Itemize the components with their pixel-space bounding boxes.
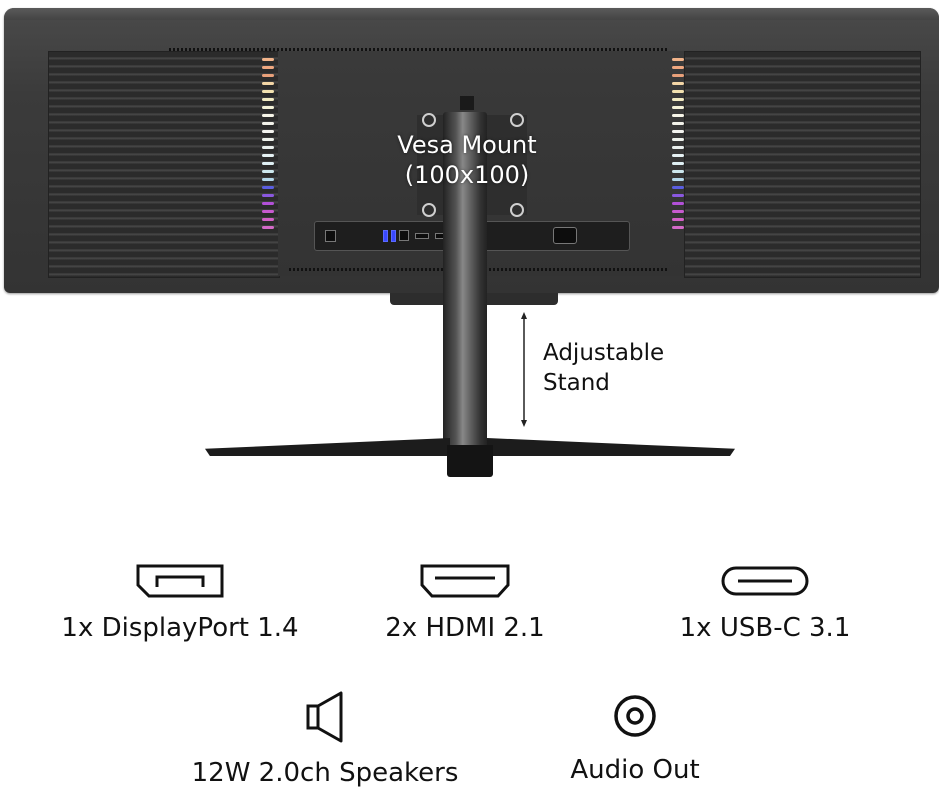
rgb-led-bar bbox=[672, 138, 684, 141]
vesa-callout-size: (100x100) bbox=[404, 161, 530, 189]
vesa-callout-title: Vesa Mount bbox=[397, 131, 537, 159]
rgb-led-bar bbox=[262, 66, 274, 69]
usb-a-port bbox=[391, 230, 396, 242]
rgb-led-bar bbox=[672, 210, 684, 213]
monitor-rear-view bbox=[4, 8, 939, 305]
adjustable-stand-callout: Adjustable Stand bbox=[543, 338, 664, 398]
power-port bbox=[553, 227, 577, 244]
right-vent-grille bbox=[684, 51, 921, 278]
stand-callout-line1: Adjustable bbox=[543, 340, 665, 366]
rgb-led-bar bbox=[262, 202, 274, 205]
rgb-led-bar bbox=[262, 130, 274, 133]
vesa-hole bbox=[510, 203, 524, 217]
rgb-led-bar bbox=[672, 178, 684, 181]
vesa-hole bbox=[422, 203, 436, 217]
rgb-led-bar bbox=[672, 194, 684, 197]
left-vent-grille bbox=[48, 51, 280, 278]
rgb-led-bar bbox=[262, 122, 274, 125]
spec-displayport: 1x DisplayPort 1.4 bbox=[40, 563, 320, 643]
stand-base-left-leg bbox=[205, 438, 450, 456]
rgb-led-bar bbox=[672, 218, 684, 221]
rgb-led-bar bbox=[262, 170, 274, 173]
rgb-led-bar bbox=[262, 226, 274, 229]
rgb-led-bar bbox=[262, 178, 274, 181]
rgb-led-bar bbox=[672, 114, 684, 117]
vesa-mount-callout: Vesa Mount (100x100) bbox=[382, 130, 552, 190]
vesa-hole bbox=[510, 113, 524, 127]
stand-callout-line2: Stand bbox=[543, 370, 610, 396]
rgb-led-bar bbox=[672, 82, 684, 85]
audio-out-icon bbox=[614, 695, 656, 737]
rgb-led-bar bbox=[262, 210, 274, 213]
rgb-led-bar bbox=[672, 226, 684, 229]
usb-c-icon bbox=[721, 566, 809, 596]
rgb-led-bar bbox=[262, 90, 274, 93]
spec-label: 1x USB-C 3.1 bbox=[679, 613, 851, 643]
spec-label: 1x DisplayPort 1.4 bbox=[61, 613, 299, 643]
spec-usb-c: 1x USB-C 3.1 bbox=[640, 563, 890, 643]
rgb-led-bar bbox=[262, 74, 274, 77]
rgb-led-bar bbox=[262, 194, 274, 197]
rgb-light-strip-right bbox=[672, 58, 684, 268]
rgb-led-bar bbox=[672, 186, 684, 189]
spec-label: Audio Out bbox=[570, 755, 700, 785]
rgb-led-bar bbox=[262, 186, 274, 189]
rgb-led-bar bbox=[262, 58, 274, 61]
hdmi-port bbox=[415, 233, 429, 239]
stand-neck bbox=[443, 112, 487, 452]
rgb-led-bar bbox=[672, 146, 684, 149]
stand-base-right-leg bbox=[487, 438, 735, 456]
speaker-icon bbox=[306, 691, 343, 743]
rgb-led-bar bbox=[672, 74, 684, 77]
hdmi-icon bbox=[420, 564, 510, 598]
rgb-led-bar bbox=[262, 218, 274, 221]
ethernet-port bbox=[325, 230, 336, 242]
rgb-led-bar bbox=[672, 202, 684, 205]
usb-a-port bbox=[383, 230, 388, 242]
spec-label: 2x HDMI 2.1 bbox=[385, 613, 545, 643]
rgb-led-bar bbox=[672, 106, 684, 109]
rgb-led-bar bbox=[672, 58, 684, 61]
spec-audio-out: Audio Out bbox=[540, 693, 730, 785]
height-adjust-arrow-icon bbox=[521, 312, 527, 427]
rgb-led-bar bbox=[262, 138, 274, 141]
rgb-led-bar bbox=[672, 162, 684, 165]
top-vent-dots bbox=[169, 48, 669, 51]
vesa-hole bbox=[422, 113, 436, 127]
rgb-led-bar bbox=[672, 170, 684, 173]
rgb-led-bar bbox=[672, 122, 684, 125]
rgb-led-bar bbox=[672, 154, 684, 157]
spec-hdmi: 2x HDMI 2.1 bbox=[345, 563, 585, 643]
rgb-led-bar bbox=[262, 146, 274, 149]
rgb-led-bar bbox=[262, 98, 274, 101]
stand-base-center bbox=[447, 445, 493, 477]
rgb-led-bar bbox=[262, 162, 274, 165]
spec-label: 12W 2.0ch Speakers bbox=[191, 758, 459, 788]
rgb-led-bar bbox=[672, 98, 684, 101]
rgb-led-bar bbox=[672, 90, 684, 93]
rgb-led-bar bbox=[262, 114, 274, 117]
usb-b-port bbox=[399, 230, 409, 241]
stand-neck-cap bbox=[460, 96, 474, 110]
rgb-led-bar bbox=[672, 130, 684, 133]
rgb-led-bar bbox=[262, 82, 274, 85]
rgb-led-bar bbox=[672, 66, 684, 69]
displayport-icon bbox=[136, 564, 224, 598]
rgb-light-strip-left bbox=[262, 58, 274, 268]
rgb-led-bar bbox=[262, 154, 274, 157]
rgb-led-bar bbox=[262, 106, 274, 109]
spec-speakers: 12W 2.0ch Speakers bbox=[170, 690, 480, 788]
